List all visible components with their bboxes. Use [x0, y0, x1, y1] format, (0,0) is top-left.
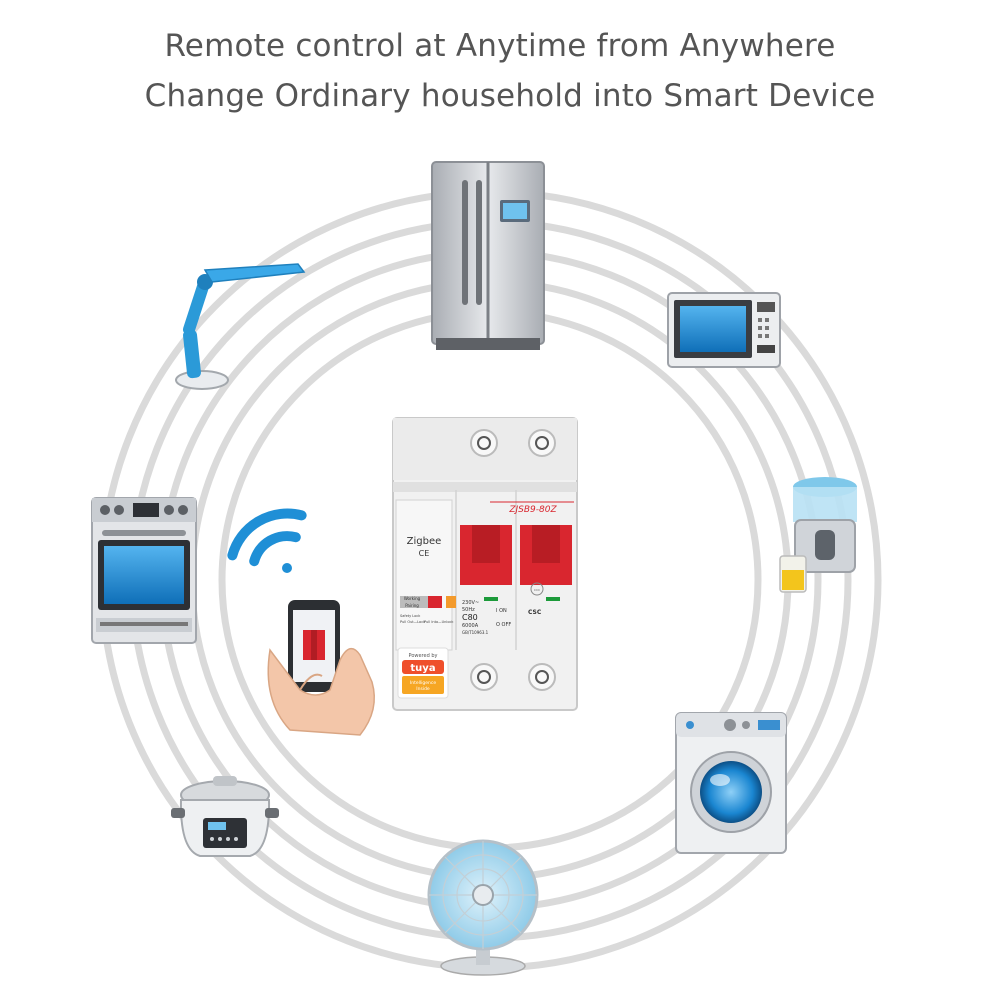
rating-breaking-capacity: 6000A — [462, 623, 479, 629]
tuya-brand-label: tuya — [410, 663, 435, 674]
toggle-handle-right[interactable] — [520, 525, 572, 585]
circuit-breaker — [392, 417, 578, 711]
bottom-terminal-right — [528, 663, 556, 691]
top-terminal-right — [528, 429, 556, 457]
smartphone-hand-icon — [267, 600, 375, 736]
rice-cooker-icon — [171, 776, 279, 857]
microwave-icon — [667, 292, 781, 368]
powered-by-label: Powered by — [409, 653, 438, 659]
juicer-icon — [779, 477, 857, 593]
wifi-icon — [227, 508, 307, 573]
safety-lock-label: Safety Lock — [400, 614, 421, 618]
headline-line-2: Change Ordinary household into Smart Dev… — [144, 78, 876, 114]
fan-icon — [427, 839, 539, 976]
breaker-model-label: ZJSB9-80Z — [508, 505, 557, 515]
inside-label: Inside — [416, 686, 430, 692]
bottom-terminal-left — [470, 663, 498, 691]
intelligence-label: Intelligence — [410, 680, 436, 686]
desk-lamp-icon — [175, 263, 306, 390]
rating-standard: GB/T10963.1 — [462, 630, 489, 635]
on-label: I ON — [496, 608, 507, 614]
refrigerator-icon — [431, 161, 545, 350]
pull-out-lock-label: Pull Out—Lock — [400, 620, 426, 624]
rating-current: C80 — [462, 613, 478, 622]
toggle-handle-left[interactable] — [460, 525, 512, 585]
rating-voltage: 230V~ — [462, 600, 479, 606]
oven-icon — [91, 497, 197, 644]
top-terminal-left — [470, 429, 498, 457]
csc-mark: CSC — [528, 609, 542, 616]
off-label: O OFF — [496, 622, 511, 628]
working-pairing-switch[interactable] — [400, 596, 456, 608]
working-label: Working — [404, 596, 421, 601]
tuya-badge — [397, 647, 449, 699]
ce-mark: CE — [419, 549, 430, 558]
zigbee-label: Zigbee — [407, 536, 442, 547]
rating-frequency: 50Hz — [462, 607, 475, 613]
washing-machine-icon — [675, 712, 787, 854]
headline-line-1: Remote control at Anytime from Anywhere — [164, 28, 836, 64]
ccc-mark: CCC — [534, 588, 540, 592]
pull-into-unlock-label: Pull Into—Unlock — [424, 620, 454, 624]
pairing-label: Pairing — [405, 603, 419, 608]
